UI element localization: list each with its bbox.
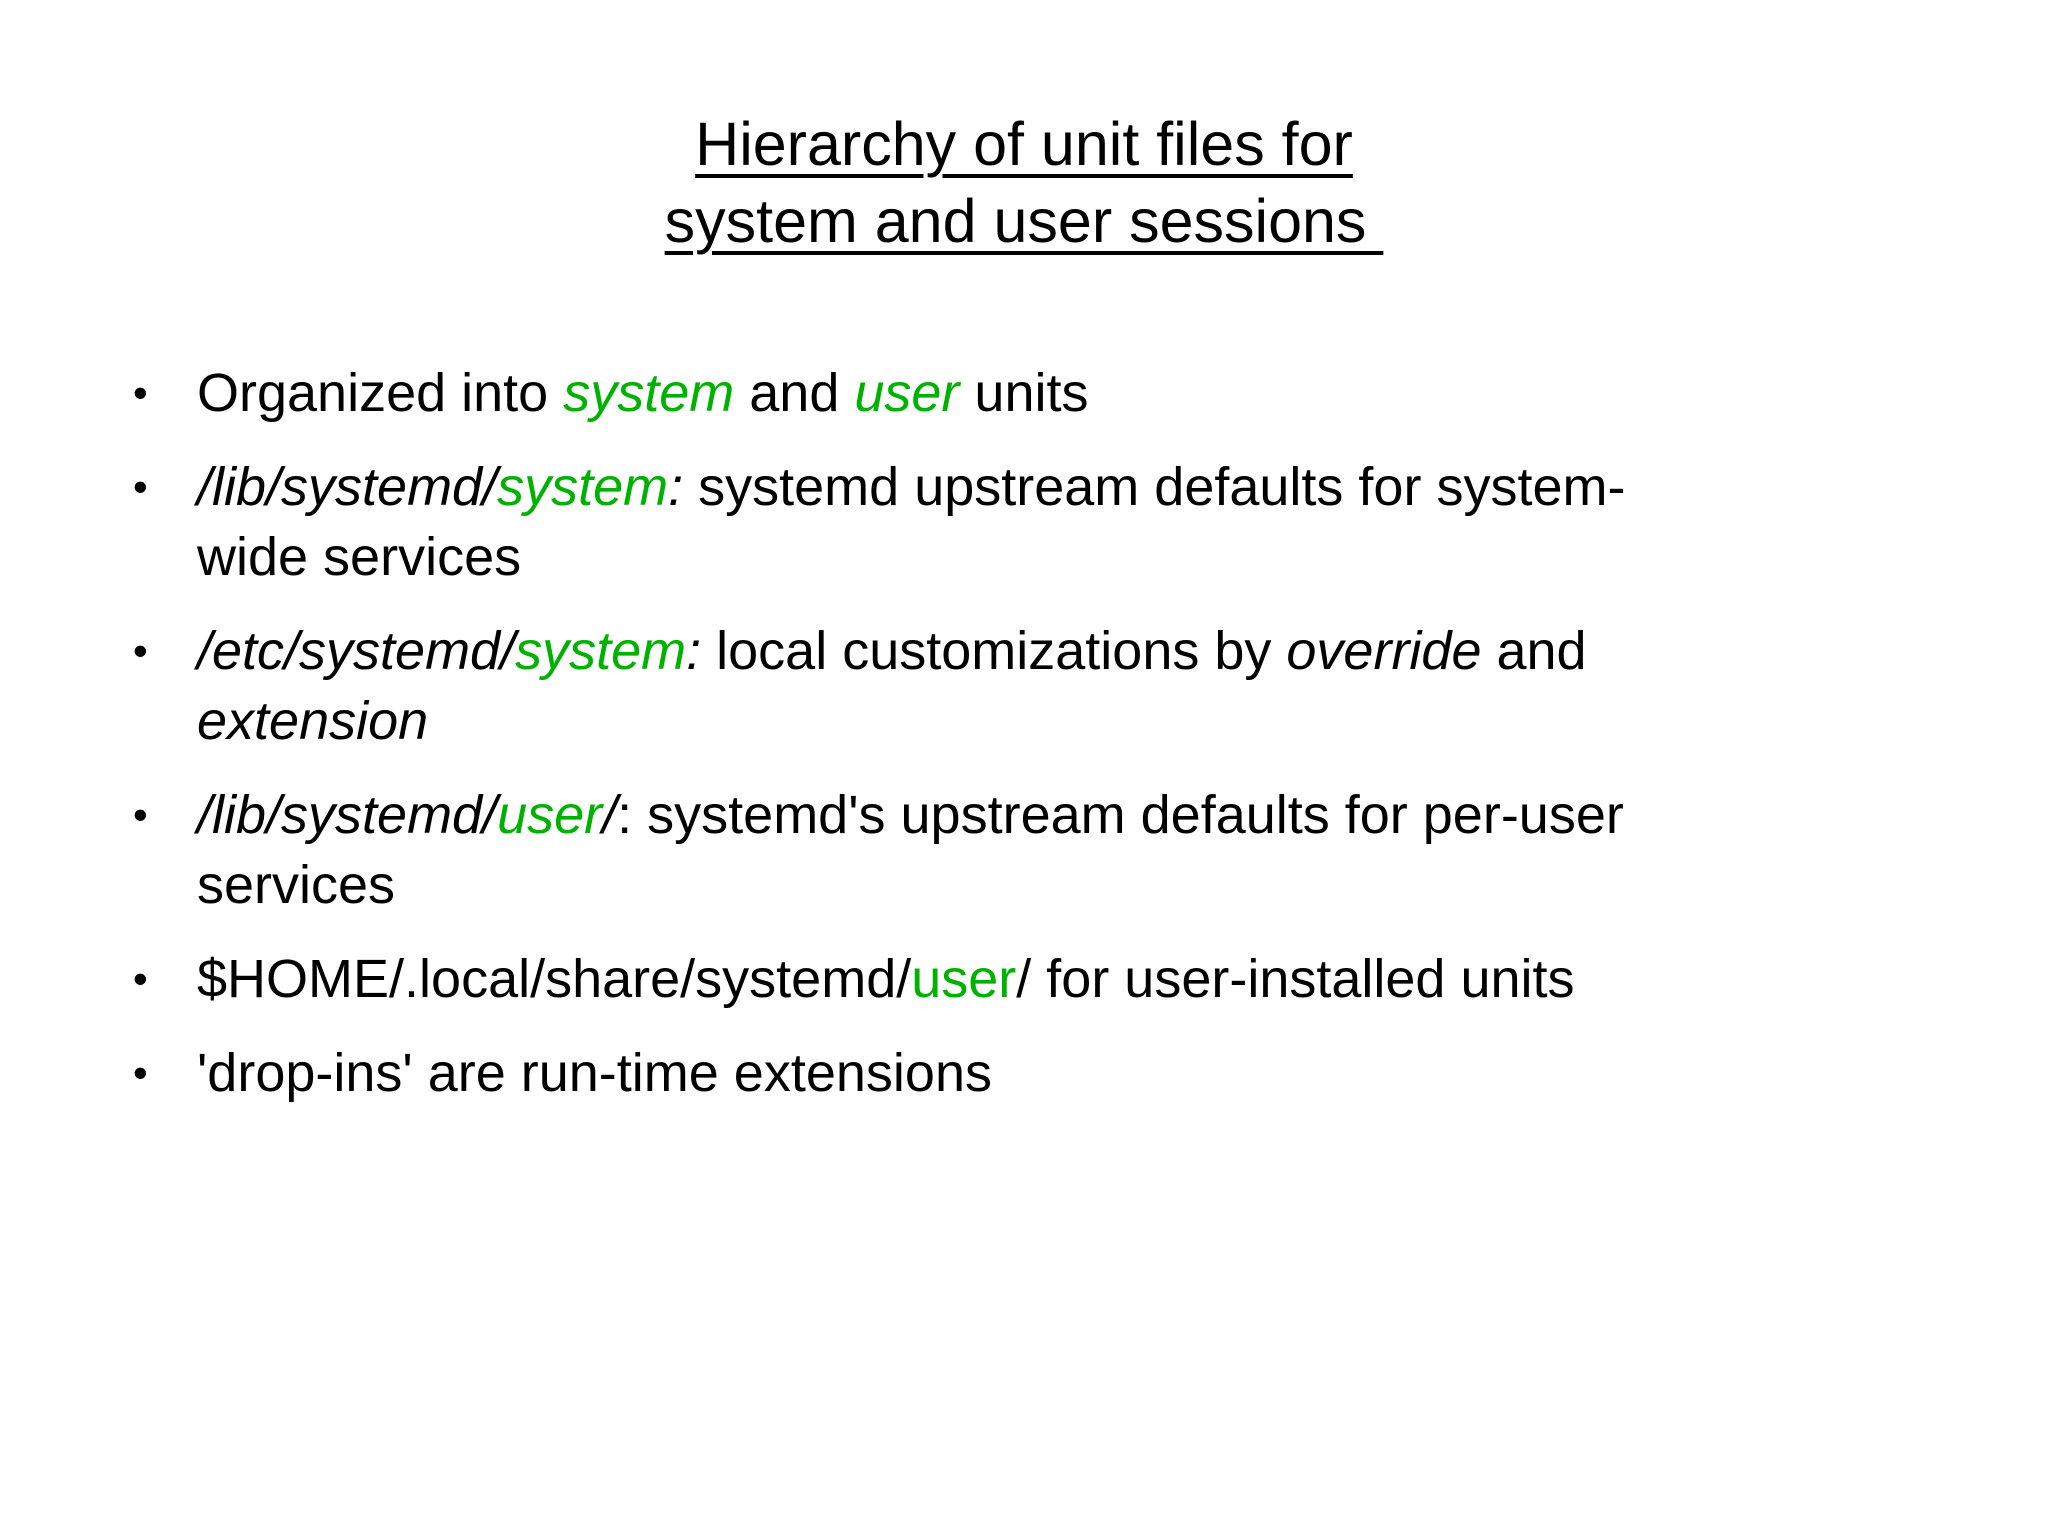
bullet-seg-override: override — [1286, 621, 1482, 681]
title-line-1: Hierarchy of unit files for — [0, 106, 2048, 183]
bullet-seg-user: user — [854, 363, 960, 423]
bullet-text: 'drop-ins' are run-time extensions — [197, 1038, 1737, 1108]
bullet-text: /lib/systemd/user/: systemd's upstream d… — [197, 780, 1757, 920]
slide-title: Hierarchy of unit files for system and u… — [0, 106, 2048, 260]
bullet-seg-colon: : — [686, 621, 702, 681]
bullet-seg-extension: extension — [197, 691, 429, 751]
bullet-seg: / for user-installed units — [1016, 949, 1575, 1009]
bullet-seg-slash: / — [602, 785, 618, 845]
bullet-seg-path: /etc/systemd/ — [197, 621, 516, 681]
bullet-seg-path: /lib/systemd/ — [197, 457, 498, 517]
bullet-seg-colon: : — [668, 457, 684, 517]
bullet-seg: : systemd's upstream defaults for per-us… — [197, 785, 1624, 915]
bullet-seg-path: /lib/systemd/ — [197, 785, 498, 845]
bullet-text: $HOME/.local/share/systemd/user/ for use… — [197, 944, 1677, 1014]
bullet-list: Organized into system and user units /li… — [124, 358, 1824, 1132]
bullet-seg-system: system — [497, 457, 669, 517]
list-item: /etc/systemd/system: local customization… — [124, 616, 1824, 756]
bullet-text: /lib/systemd/system: systemd upstream de… — [197, 452, 1657, 592]
bullet-seg: local customizations by — [701, 621, 1287, 681]
title-line-2: system and user sessions — [0, 183, 2048, 260]
bullet-seg: and — [1481, 621, 1587, 681]
bullet-seg: units — [959, 363, 1089, 423]
bullet-seg: systemd upstream defaults for system-wid… — [197, 457, 1626, 587]
list-item: /lib/systemd/user/: systemd's upstream d… — [124, 780, 1824, 920]
title-line-1-text: Hierarchy of unit files for — [695, 110, 1353, 178]
bullet-seg-user: user — [497, 785, 603, 845]
bullet-seg-system: system — [563, 363, 735, 423]
bullet-text: Organized into system and user units — [197, 358, 1737, 428]
list-item: /lib/systemd/system: systemd upstream de… — [124, 452, 1824, 592]
title-line-2-text: system and user sessions — [664, 187, 1384, 255]
bullet-seg-system: system — [515, 621, 687, 681]
list-item: 'drop-ins' are run-time extensions — [124, 1038, 1824, 1108]
bullet-seg-path: $HOME/.local/share/systemd/ — [197, 949, 912, 1009]
bullet-text: /etc/systemd/system: local customization… — [197, 616, 1717, 756]
list-item: Organized into system and user units — [124, 358, 1824, 428]
bullet-seg: Organized into — [197, 363, 564, 423]
bullet-seg: 'drop-ins' are run-time extensions — [197, 1043, 992, 1103]
bullet-seg: and — [734, 363, 855, 423]
bullet-seg-user: user — [911, 949, 1017, 1009]
list-item: $HOME/.local/share/systemd/user/ for use… — [124, 944, 1824, 1014]
